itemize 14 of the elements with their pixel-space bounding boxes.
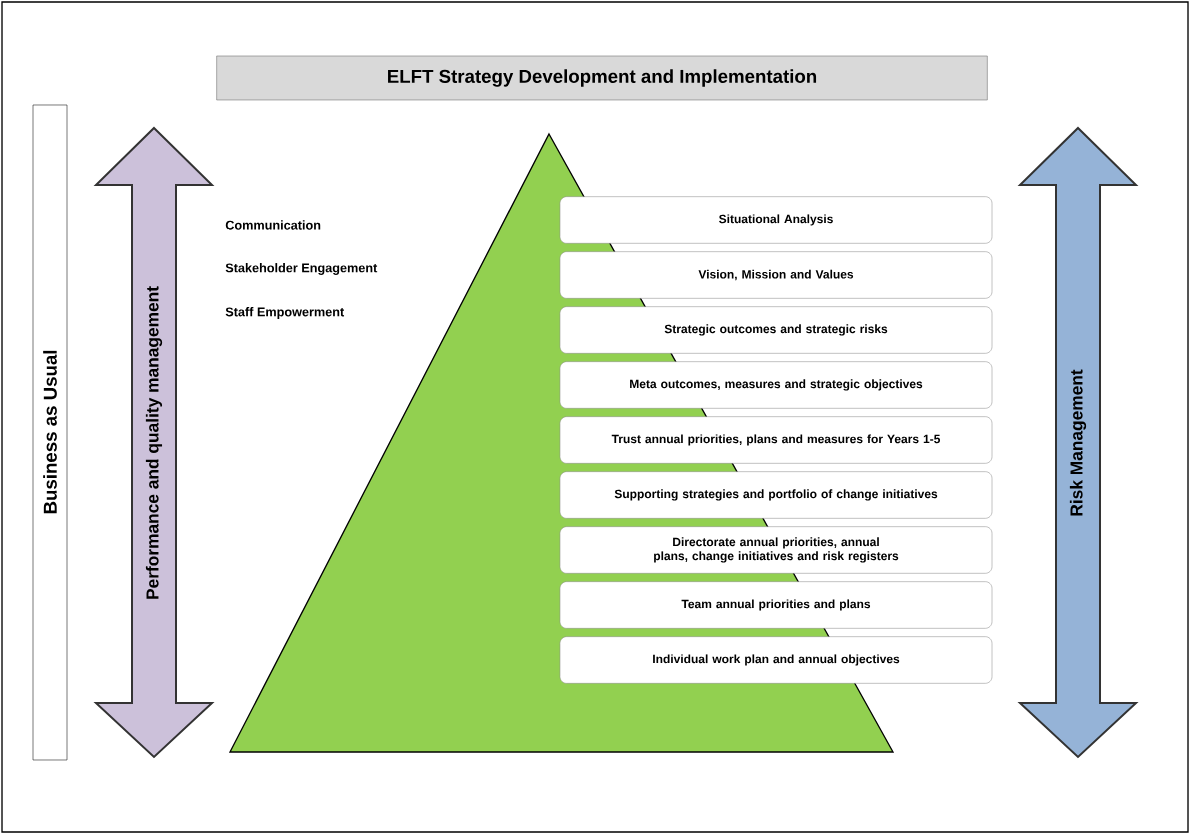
level-box: Strategic outcomes and strategic risks [559, 306, 993, 354]
title-box: ELFT Strategy Development and Implementation [216, 55, 988, 101]
level-box: Supporting strategies and portfolio of change initiatives [559, 471, 993, 519]
level-box: Vision, Mission and Values [559, 251, 993, 299]
side-label: Staff Empowerment [225, 307, 345, 319]
level-box: Trust annual priorities, plans and measures for Years 1-5 [559, 416, 993, 464]
level-box: Directorate annual priorities, annual plans, change initiatives and risk registers [559, 526, 993, 574]
level-box: Meta outcomes, measures and strategic objectives [559, 361, 993, 409]
level-box: Team annual priorities and plans [559, 581, 993, 629]
level-box: Individual work plan and annual objectives [559, 636, 993, 684]
side-box: Business as Usual [32, 104, 68, 761]
side-label: Stakeholder Engagement [225, 263, 378, 275]
side-label: Communication [225, 220, 321, 230]
level-box: Situational Analysis [559, 196, 993, 244]
